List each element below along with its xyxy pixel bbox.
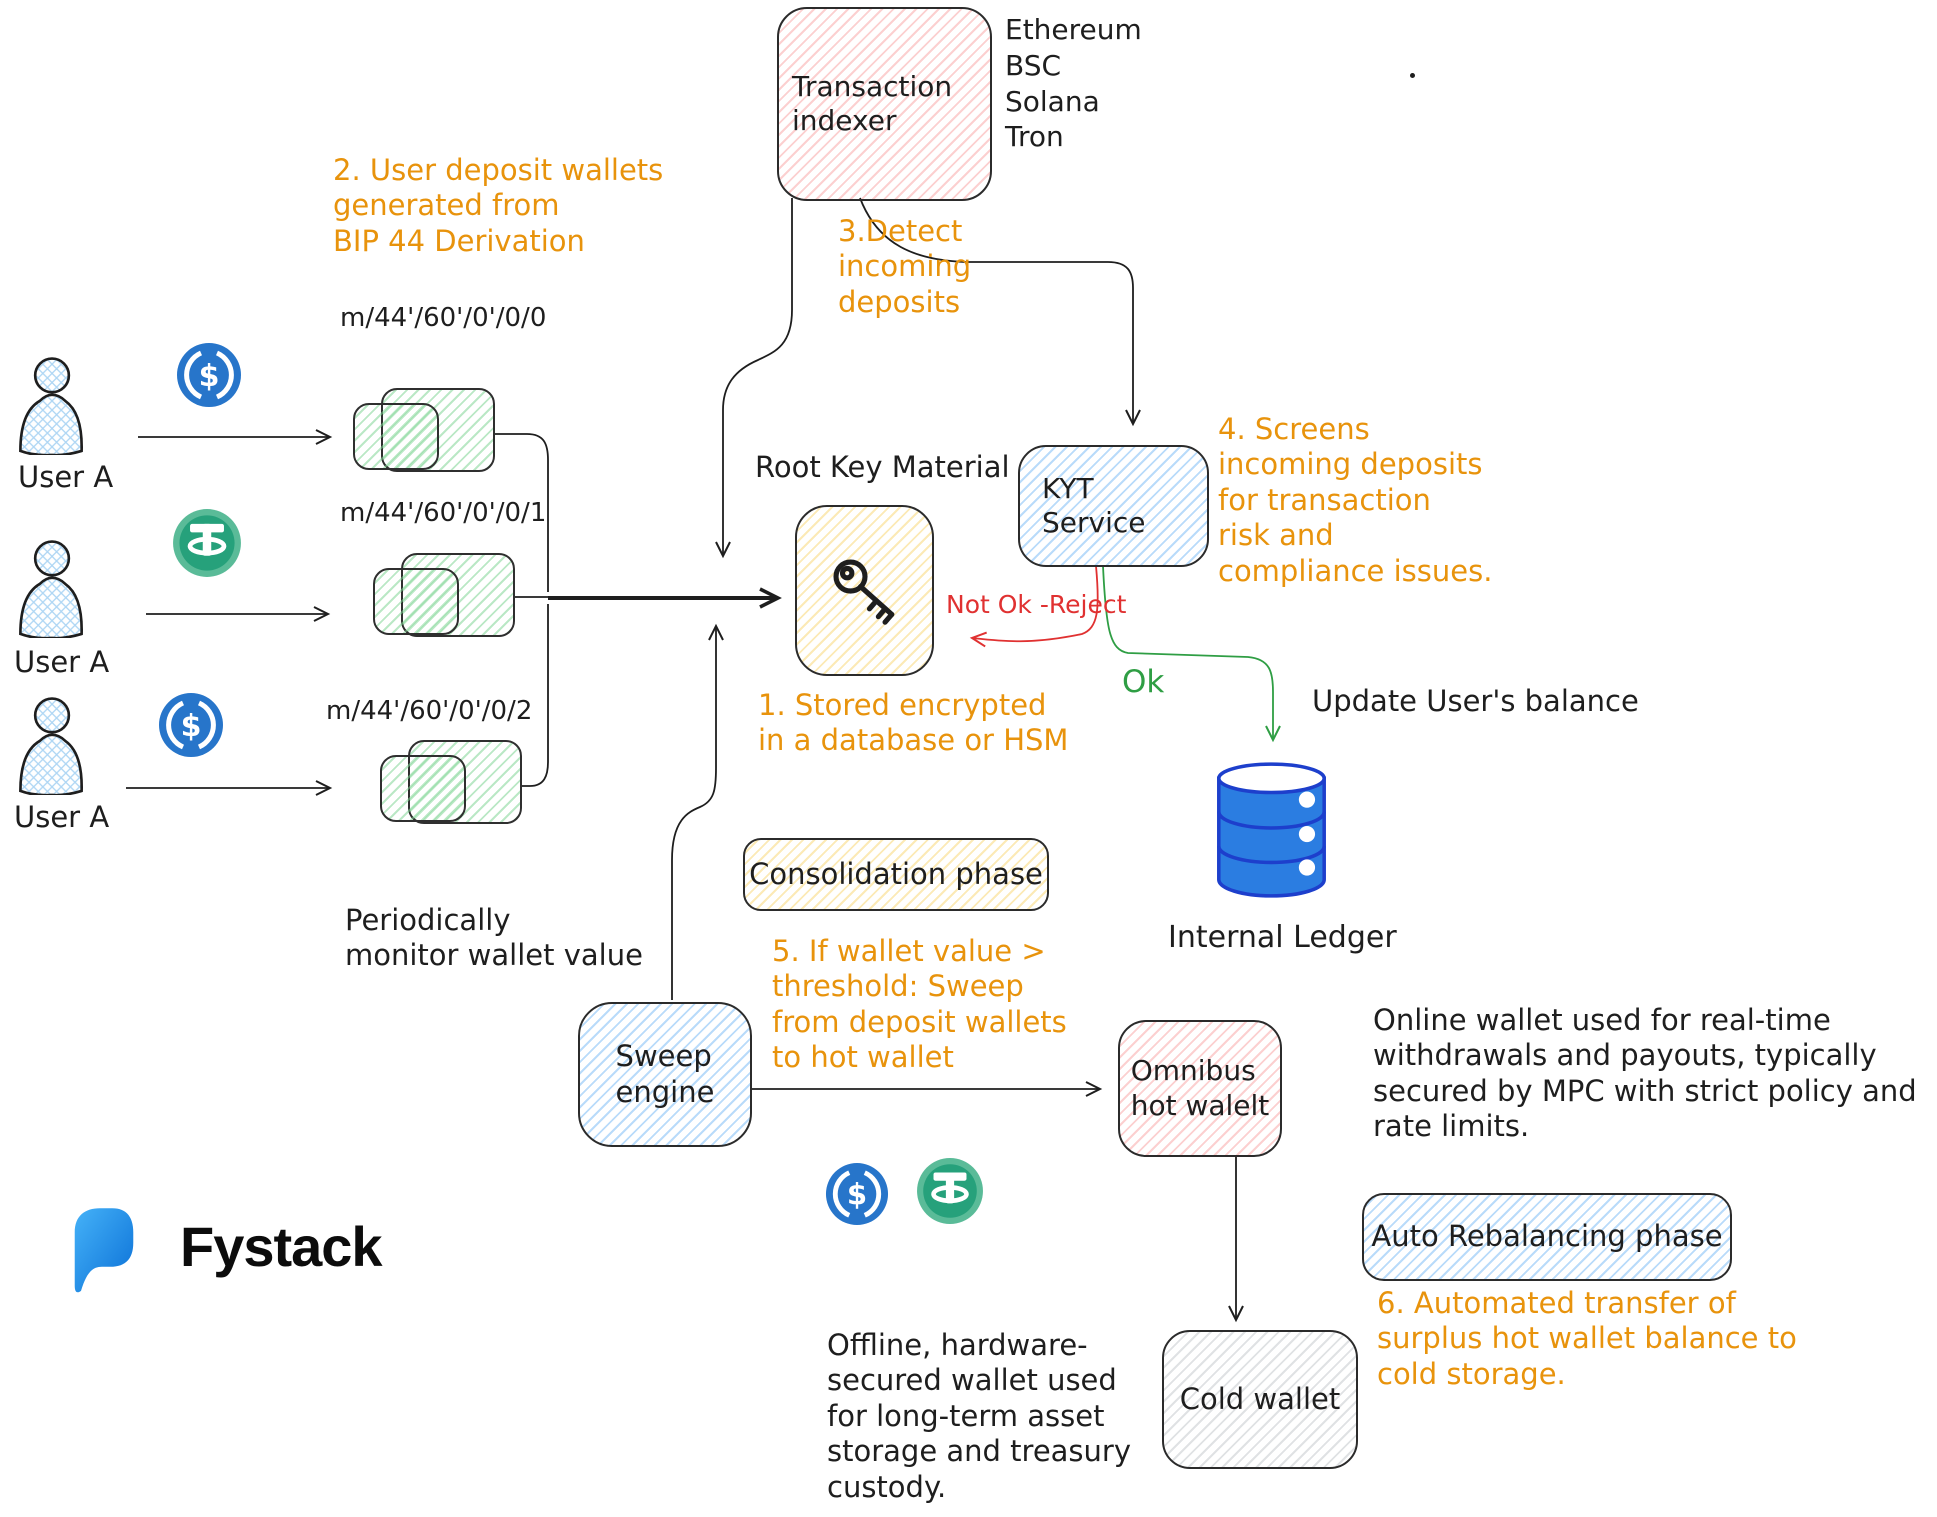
node-cold-wallet: Cold wallet <box>1162 1330 1358 1469</box>
usdt-icon <box>173 509 241 577</box>
line-wallet3-to-junction <box>520 604 549 787</box>
derivation-path-2: m/44'/60'/0'/0/2 <box>326 696 533 726</box>
user-icon <box>15 695 87 795</box>
line-wallet1-to-junction <box>493 433 549 592</box>
node-sweep-engine: Sweep engine <box>578 1002 752 1147</box>
fystack-logo-icon <box>74 1208 134 1293</box>
node-kyt-service: KYT Service <box>1018 445 1209 567</box>
reject-label: Not Ok -Reject <box>946 590 1127 619</box>
derivation-path-0: m/44'/60'/0'/0/0 <box>340 303 547 333</box>
node-omnibus-hot-wallet: Omnibus hot walelt <box>1118 1020 1282 1157</box>
node-auto-rebalancing-phase: Auto Rebalancing phase <box>1362 1193 1732 1281</box>
arrow-sweep-to-junction <box>671 623 724 1000</box>
svg-text:$: $ <box>181 709 202 744</box>
usdt-icon <box>917 1158 983 1224</box>
user-label: User A <box>14 645 110 679</box>
ok-label: Ok <box>1122 664 1165 700</box>
node-consolidation-phase: Consolidation phase <box>743 838 1049 911</box>
user-icon <box>15 538 87 638</box>
usdc-icon: $ <box>177 343 241 407</box>
cold-wallet-description: Offline, hardware- secured wallet used f… <box>827 1328 1132 1504</box>
note-step2: 2. User deposit wallets generated from B… <box>333 153 664 258</box>
user-label: User A <box>18 460 114 494</box>
user-icon <box>15 355 87 455</box>
arrow-kyt-ok-to-ledger <box>1102 565 1281 743</box>
root-key-material-label: Root Key Material <box>755 450 1010 484</box>
derivation-path-1: m/44'/60'/0'/0/1 <box>340 498 547 528</box>
note-step6: 6. Automated transfer of surplus hot wal… <box>1377 1286 1797 1391</box>
svg-text:$: $ <box>847 1178 867 1212</box>
key-icon <box>832 558 894 625</box>
wallet-icon <box>373 568 459 635</box>
update-balance-label: Update User's balance <box>1312 684 1639 718</box>
chains-list: Ethereum BSC Solana Tron <box>1005 13 1142 154</box>
fystack-logo-text: Fystack <box>180 1215 383 1278</box>
usdc-icon: $ <box>825 1162 889 1226</box>
stray-dot <box>1410 73 1415 78</box>
arrow-kyt-reject <box>969 565 1099 648</box>
note-step3: 3.Detect incoming deposits <box>838 214 972 319</box>
note-step5: 5. If wallet value > threshold: Sweep fr… <box>772 934 1067 1075</box>
user-label: User A <box>14 800 110 834</box>
internal-ledger-label: Internal Ledger <box>1168 920 1397 955</box>
deposit-wallet-1 <box>353 388 495 483</box>
svg-text:$: $ <box>199 359 220 394</box>
wallet-icon <box>380 755 466 822</box>
wallet-icon <box>353 403 439 470</box>
arrow-indexer-to-kyt <box>859 197 1141 427</box>
monitor-note: Periodically monitor wallet value <box>345 903 643 973</box>
note-step4: 4. Screens incoming deposits for transac… <box>1218 412 1493 588</box>
deposit-wallet-2 <box>373 553 515 648</box>
usdc-icon: $ <box>159 693 223 757</box>
database-icon <box>1217 762 1326 898</box>
node-transaction-indexer: Transaction indexer <box>777 7 992 201</box>
note-step1: 1. Stored encrypted in a database or HSM <box>758 688 1069 758</box>
arrow-indexer-to-junction <box>715 198 793 559</box>
deposit-wallet-3 <box>380 740 522 835</box>
node-root-key-material <box>795 505 934 676</box>
hot-wallet-description: Online wallet used for real-time withdra… <box>1373 1003 1917 1144</box>
